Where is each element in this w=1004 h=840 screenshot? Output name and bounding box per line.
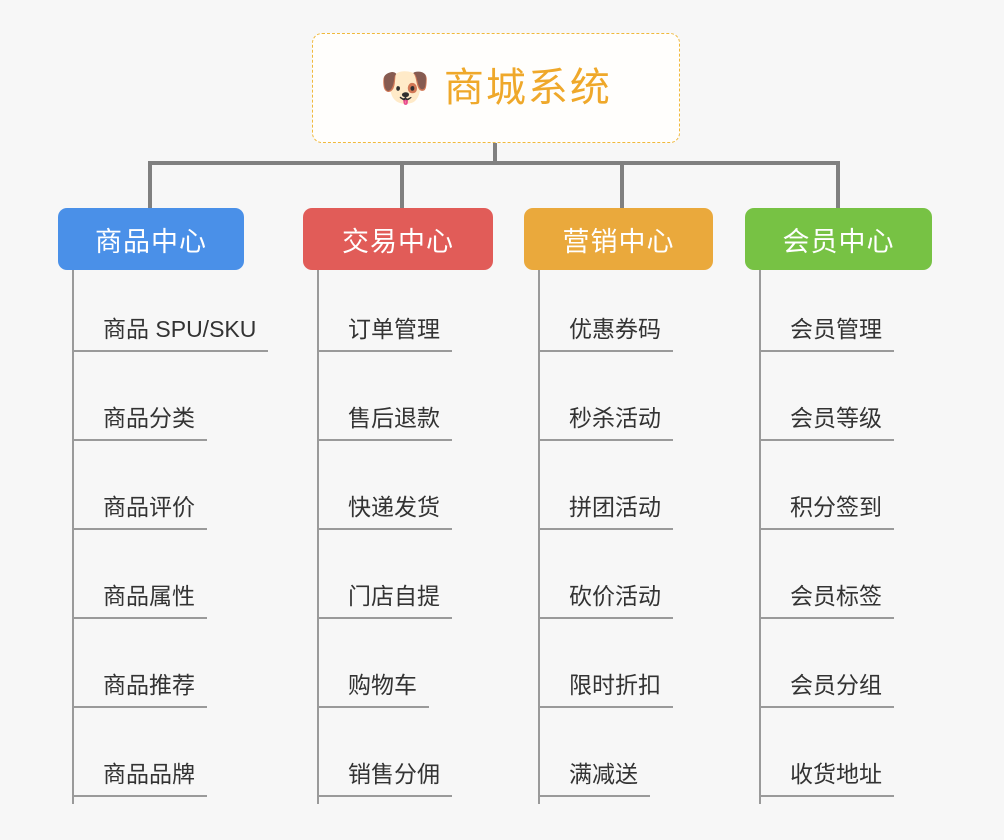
leaf-item[interactable]: 会员等级 — [745, 359, 960, 448]
leaf-label: 拼团活动 — [555, 494, 673, 530]
category-header-label: 营销中心 — [562, 226, 675, 257]
leaf-item[interactable]: 售后退款 — [303, 359, 518, 448]
leaf-item[interactable]: 秒杀活动 — [524, 359, 739, 448]
connector-drop-trade-center — [400, 161, 404, 209]
connector-horizontal-bar — [148, 161, 838, 165]
leaf-label: 门店自提 — [334, 583, 452, 619]
branch-product-center: 商品中心 商品 SPU/SKU 商品分类 商品评价 商品属性 商品推荐 商品品牌 — [58, 208, 298, 804]
branch-trade-center: 交易中心 订单管理 售后退款 快递发货 门店自提 购物车 销售分佣 — [303, 208, 518, 804]
leaf-item[interactable]: 收货地址 — [745, 715, 960, 804]
leaf-item[interactable]: 订单管理 — [303, 270, 518, 359]
leaf-item[interactable]: 商品评价 — [58, 448, 298, 537]
leaf-label: 砍价活动 — [555, 583, 673, 619]
leaf-label: 会员管理 — [776, 316, 894, 352]
category-header-label: 交易中心 — [342, 226, 454, 257]
leaf-item[interactable]: 购物车 — [303, 626, 518, 715]
connector-drop-product-center — [148, 161, 152, 209]
connector-drop-member-center — [836, 161, 840, 209]
leaf-label: 会员等级 — [776, 405, 894, 441]
leaf-item[interactable]: 优惠券码 — [524, 270, 739, 359]
leaf-label: 销售分佣 — [334, 761, 452, 797]
leaf-list-product-center: 商品 SPU/SKU 商品分类 商品评价 商品属性 商品推荐 商品品牌 — [58, 270, 298, 804]
branch-member-center: 会员中心 会员管理 会员等级 积分签到 会员标签 会员分组 收货地址 — [745, 208, 960, 804]
branch-marketing-center: 营销中心 优惠券码 秒杀活动 拼团活动 砍价活动 限时折扣 满减送 — [524, 208, 739, 804]
category-header-label: 会员中心 — [782, 226, 895, 257]
leaf-item[interactable]: 商品分类 — [58, 359, 298, 448]
leaf-list-trade-center: 订单管理 售后退款 快递发货 门店自提 购物车 销售分佣 — [303, 270, 518, 804]
category-header-product-center[interactable]: 商品中心 — [58, 208, 244, 270]
dog-face-icon: 🐶 — [380, 65, 430, 111]
category-header-label: 商品中心 — [95, 226, 207, 257]
leaf-label: 会员分组 — [776, 672, 894, 708]
leaf-label: 优惠券码 — [555, 316, 673, 352]
root-node[interactable]: 🐶 商城系统 — [312, 33, 680, 143]
leaf-list-marketing-center: 优惠券码 秒杀活动 拼团活动 砍价活动 限时折扣 满减送 — [524, 270, 739, 804]
leaf-label: 秒杀活动 — [555, 405, 673, 441]
leaf-label: 会员标签 — [776, 583, 894, 619]
leaf-item[interactable]: 门店自提 — [303, 537, 518, 626]
category-header-member-center[interactable]: 会员中心 — [745, 208, 932, 270]
leaf-item[interactable]: 满减送 — [524, 715, 739, 804]
leaf-label: 售后退款 — [334, 405, 452, 441]
root-title: 商城系统 — [443, 66, 612, 110]
leaf-item[interactable]: 拼团活动 — [524, 448, 739, 537]
leaf-item[interactable]: 砍价活动 — [524, 537, 739, 626]
leaf-item[interactable]: 快递发货 — [303, 448, 518, 537]
leaf-item[interactable]: 会员管理 — [745, 270, 960, 359]
leaf-label: 积分签到 — [776, 494, 894, 530]
leaf-label: 订单管理 — [334, 316, 452, 352]
leaf-item[interactable]: 商品属性 — [58, 537, 298, 626]
leaf-label: 收货地址 — [776, 761, 894, 797]
leaf-label: 商品推荐 — [89, 672, 207, 708]
leaf-label: 限时折扣 — [555, 672, 673, 708]
leaf-item[interactable]: 销售分佣 — [303, 715, 518, 804]
connector-root-stem — [493, 143, 497, 165]
leaf-label: 快递发货 — [334, 494, 452, 530]
leaf-label: 商品品牌 — [89, 761, 207, 797]
leaf-label: 满减送 — [555, 761, 650, 797]
leaf-item[interactable]: 商品 SPU/SKU — [58, 270, 298, 359]
leaf-item[interactable]: 积分签到 — [745, 448, 960, 537]
leaf-item[interactable]: 商品推荐 — [58, 626, 298, 715]
connector-drop-marketing-center — [620, 161, 624, 209]
leaf-label: 商品属性 — [89, 583, 207, 619]
leaf-label: 商品分类 — [89, 405, 207, 441]
leaf-item[interactable]: 商品品牌 — [58, 715, 298, 804]
leaf-item[interactable]: 限时折扣 — [524, 626, 739, 715]
leaf-list-member-center: 会员管理 会员等级 积分签到 会员标签 会员分组 收货地址 — [745, 270, 960, 804]
leaf-label: 购物车 — [334, 672, 429, 708]
category-header-marketing-center[interactable]: 营销中心 — [524, 208, 713, 270]
leaf-label: 商品 SPU/SKU — [89, 316, 269, 352]
category-header-trade-center[interactable]: 交易中心 — [303, 208, 493, 270]
leaf-item[interactable]: 会员分组 — [745, 626, 960, 715]
leaf-label: 商品评价 — [89, 494, 207, 530]
leaf-item[interactable]: 会员标签 — [745, 537, 960, 626]
